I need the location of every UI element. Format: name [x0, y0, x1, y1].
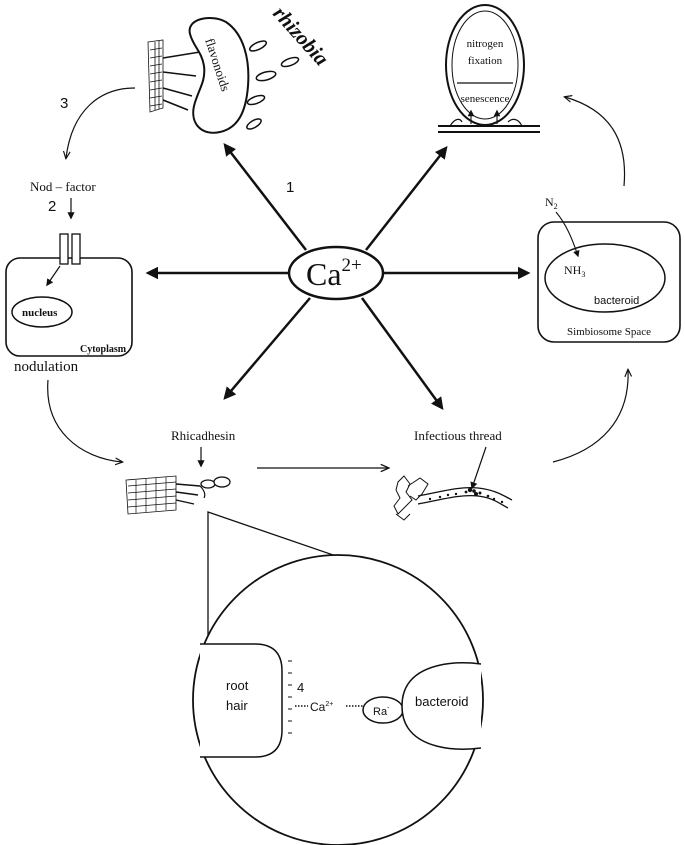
- nodulation-cell: nucleus Cytoplasm: [5, 233, 133, 357]
- calcium-center-ellipse: [287, 245, 385, 301]
- bacteroid-ellipse-top: [544, 243, 666, 313]
- nh3-label: NH3: [564, 263, 585, 279]
- step-2-label: 2: [48, 198, 56, 215]
- infectious-thread-label: Infectious thread: [414, 428, 502, 443]
- arrow-to-rhicadhesin: [223, 297, 311, 400]
- cycle-arrow-to-fixation: [565, 97, 626, 187]
- symbiosome: N2 NH3 bacteroid Simbiosome Space: [537, 195, 681, 343]
- fixation-label: fixation: [468, 55, 503, 67]
- root-label: root: [226, 678, 249, 693]
- membrane-channel-left: [59, 233, 69, 265]
- magnification-circle: [192, 554, 484, 845]
- rhicadhesin-label: Rhicadhesin: [171, 428, 236, 443]
- arrow-to-rhizobia: [223, 143, 307, 251]
- infectious-thread-pointer: [470, 446, 487, 490]
- cytoplasm-label: Cytoplasm: [80, 344, 127, 355]
- arrow-to-nitrogen-fixation: [365, 146, 448, 251]
- infectious-thread-illustration: [393, 475, 513, 521]
- step-1-label: 1: [286, 179, 294, 196]
- cycle-arrow-3: [66, 87, 136, 158]
- bacteroid-shape-bottom: [401, 662, 482, 750]
- calcium-small-label: Ca2+: [310, 700, 333, 714]
- rhizobia-label: rhizobia: [268, 1, 333, 70]
- cycle-arrow-to-symbiosome: [552, 370, 628, 463]
- nodulation-label: nodulation: [14, 359, 79, 375]
- symbiosome-space-label: Simbiosome Space: [567, 326, 651, 338]
- nitrogen-label: nitrogen: [467, 38, 504, 50]
- radial-arrows: [145, 143, 531, 411]
- nucleus-label: nucleus: [22, 307, 58, 319]
- step-3-label: 3: [60, 95, 68, 112]
- magnified-view: root hair 4 Ca2+ Ra- bacteroid: [192, 511, 484, 845]
- rhicadhesin-root-illustration: [125, 475, 231, 515]
- flavonoids-blob: [188, 17, 250, 134]
- ra-label: Ra-: [373, 705, 390, 718]
- nucleus-ellipse: [11, 296, 73, 328]
- calcium-center-label: Ca2+: [306, 255, 362, 292]
- n2-label: N2: [545, 195, 558, 211]
- membrane-channel-right: [71, 233, 81, 265]
- senescence-label: senescence: [461, 93, 510, 105]
- arrow-to-infectious-thread: [360, 297, 444, 411]
- step-4-label: 4: [297, 680, 304, 695]
- bacteroid-label-top: bacteroid: [594, 295, 639, 307]
- hair-label-text: hair: [226, 698, 248, 713]
- bacteroid-label-bottom: bacteroid: [415, 694, 468, 709]
- root-hair-shape: [200, 643, 283, 758]
- membrane-charges: [288, 660, 292, 734]
- nitrogen-fixation-nodule: nitrogen fixation senescence: [438, 4, 540, 133]
- flavonoid-root-illustration: flavonoids rhizobia: [147, 1, 334, 134]
- cycle-arrow-nodulation: [47, 379, 122, 462]
- nod-factor-label: Nod – factor: [30, 179, 96, 194]
